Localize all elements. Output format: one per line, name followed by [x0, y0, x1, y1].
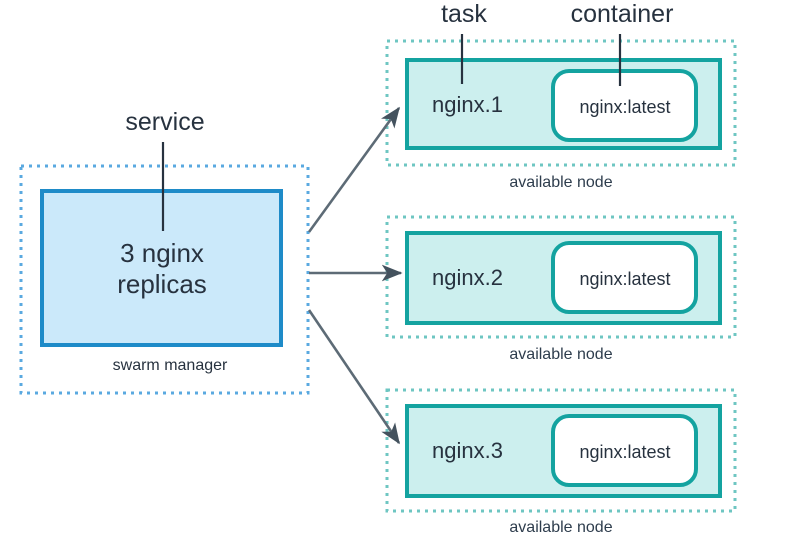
service-box-line-2: replicas: [117, 268, 207, 299]
arrow-to-node-1: [307, 106, 401, 233]
node-3-caption: available node: [509, 519, 613, 536]
node-1-task-label: nginx.1: [432, 92, 503, 117]
service-box-line-1: 3 nginx: [120, 238, 204, 268]
node-1-container-label: nginx:latest: [579, 97, 671, 117]
service-box-text: 3 nginx replicas: [52, 238, 272, 299]
container-annotation-label: container: [570, 0, 674, 28]
swarm-manager-caption: swarm manager: [112, 357, 228, 374]
task-annotation-label: task: [441, 0, 487, 28]
node-2-container-label: nginx:latest: [579, 269, 671, 289]
node-1-caption: available node: [509, 174, 613, 191]
node-3-container-label: nginx:latest: [579, 442, 671, 462]
arrow-to-node-3: [307, 309, 401, 445]
node-3-task-label: nginx.3: [432, 438, 503, 463]
service-annotation-label: service: [125, 108, 205, 136]
node-2-caption: available node: [509, 346, 613, 363]
node-2-task-label: nginx.2: [432, 265, 503, 290]
